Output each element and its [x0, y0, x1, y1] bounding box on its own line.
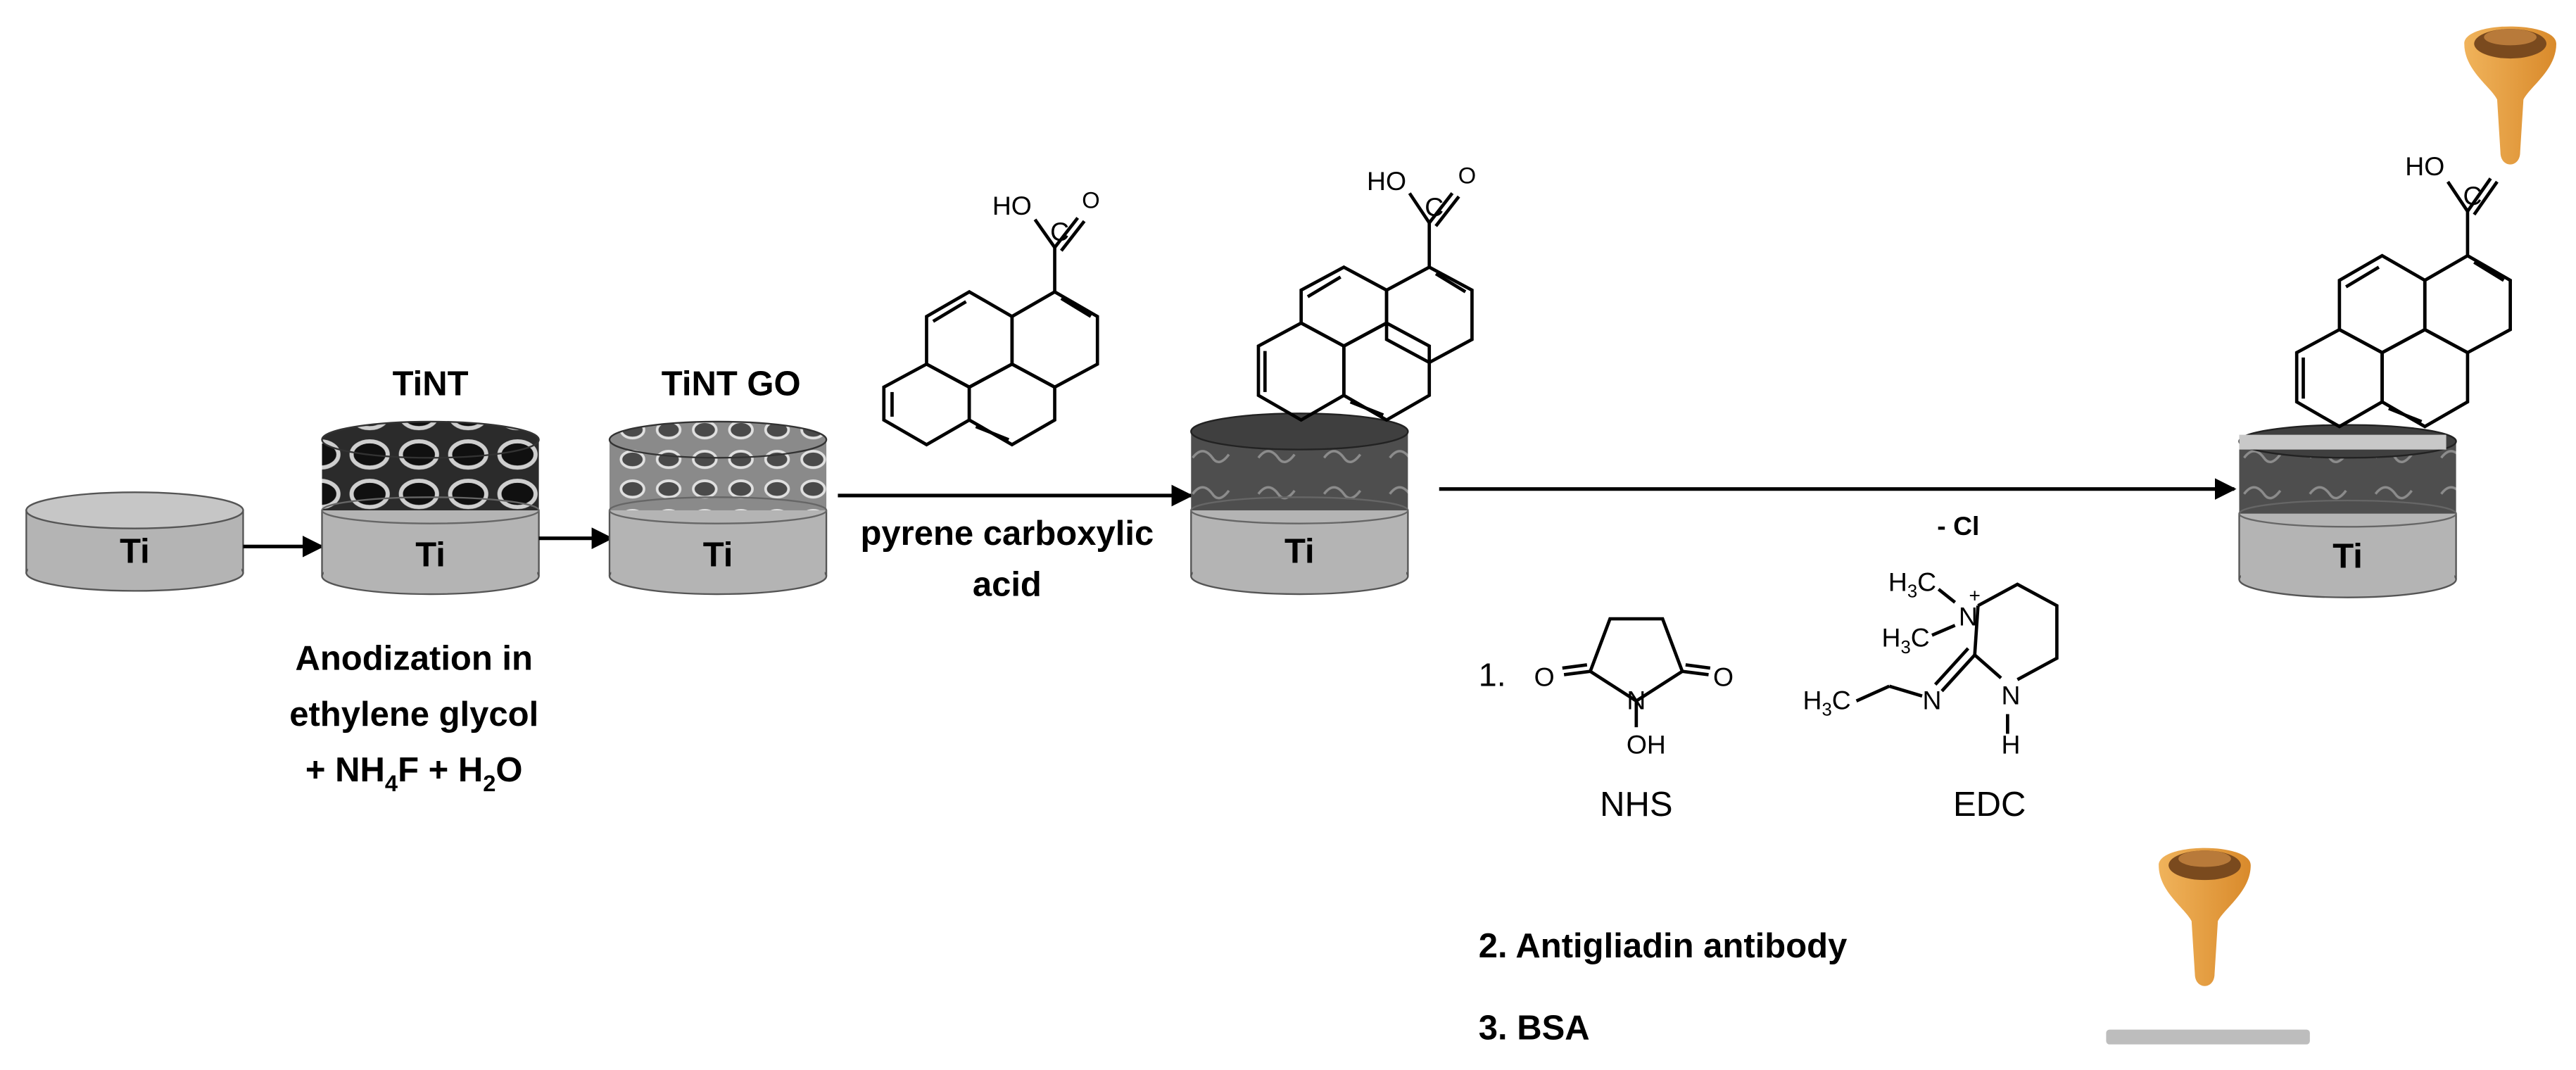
step-3-bsa: 3. BSA — [1479, 1009, 1590, 1047]
edc-n-imine: N — [1923, 685, 1942, 715]
final-disc: Ti — [2238, 424, 2457, 598]
svg-text:ethylene glycol: ethylene glycol — [289, 696, 538, 734]
carboxyl-o: O — [1458, 162, 1476, 188]
carboxyl-c: C — [1425, 192, 1444, 222]
nhs-o-left: O — [1534, 662, 1555, 692]
tint-disc: Ti — [321, 420, 540, 596]
carboxyl-ho: HO — [992, 191, 1032, 220]
pyrene-on-surface-structure — [1256, 192, 1474, 422]
ti-label: Ti — [120, 533, 150, 571]
nhs-o-right: O — [1713, 662, 1734, 692]
pyrene-final-structure — [2294, 177, 2512, 429]
carboxyl-ho: HO — [1367, 166, 1406, 196]
nhs-structure — [1562, 617, 1711, 728]
pyrene-carboxylic-acid-structure — [882, 217, 1099, 447]
svg-text:Anodization in: Anodization in — [295, 639, 533, 677]
pyrene-label-line2: acid — [973, 565, 1042, 603]
pyrene-label-line1: pyrene carboxylic — [860, 515, 1154, 553]
edc-n-plus: N — [1959, 601, 1978, 631]
pyrene-disc: Ti — [1190, 413, 1409, 596]
step-2-antibody: 2. Antigliadin antibody — [1479, 927, 1848, 965]
edc-nh: N — [2002, 680, 2021, 710]
tint-go-title: TiNT GO — [662, 365, 801, 403]
bsa-layer — [2239, 434, 2446, 450]
edc-h3c-top: H3C — [1888, 567, 1936, 601]
carboxyl-ho: HO — [2405, 151, 2444, 181]
nhs-name: NHS — [1600, 786, 1672, 824]
ti-label: Ti — [1284, 533, 1315, 571]
carboxyl-c: C — [2463, 181, 2482, 210]
ti-label: Ti — [2332, 538, 2363, 576]
anodization-conditions: Anodization in ethylene glycol + NH4F + … — [289, 639, 538, 796]
edc-name: EDC — [1953, 786, 2026, 824]
antibody-icon — [2464, 26, 2556, 165]
edc-h3c-left: H3C — [1803, 685, 1851, 719]
tint-title: TiNT — [393, 365, 469, 403]
nhs-oh: OH — [1627, 729, 1666, 759]
ti-disc: Ti — [25, 491, 244, 592]
edc-charge: + — [1969, 585, 1981, 607]
edc-h3c-mid: H3C — [1882, 623, 1930, 657]
ti-label: Ti — [415, 536, 446, 574]
nhs-n: N — [1627, 685, 1646, 715]
carboxyl-c: C — [1050, 217, 1069, 246]
svg-text:+ NH4F + H2O: + NH4F + H2O — [305, 751, 523, 796]
tint-go-disc: Ti — [608, 420, 828, 596]
byproduct-label: - Cl — [1937, 511, 1979, 541]
step-1-number: 1. — [1479, 657, 1506, 693]
antibody-legend-icon — [2159, 848, 2251, 986]
edc-h: H — [2002, 729, 2021, 759]
carboxyl-o: O — [1082, 187, 1099, 213]
edc-structure — [1855, 582, 2059, 734]
bsa-legend-bar — [2106, 1029, 2310, 1045]
ti-label: Ti — [703, 536, 733, 574]
